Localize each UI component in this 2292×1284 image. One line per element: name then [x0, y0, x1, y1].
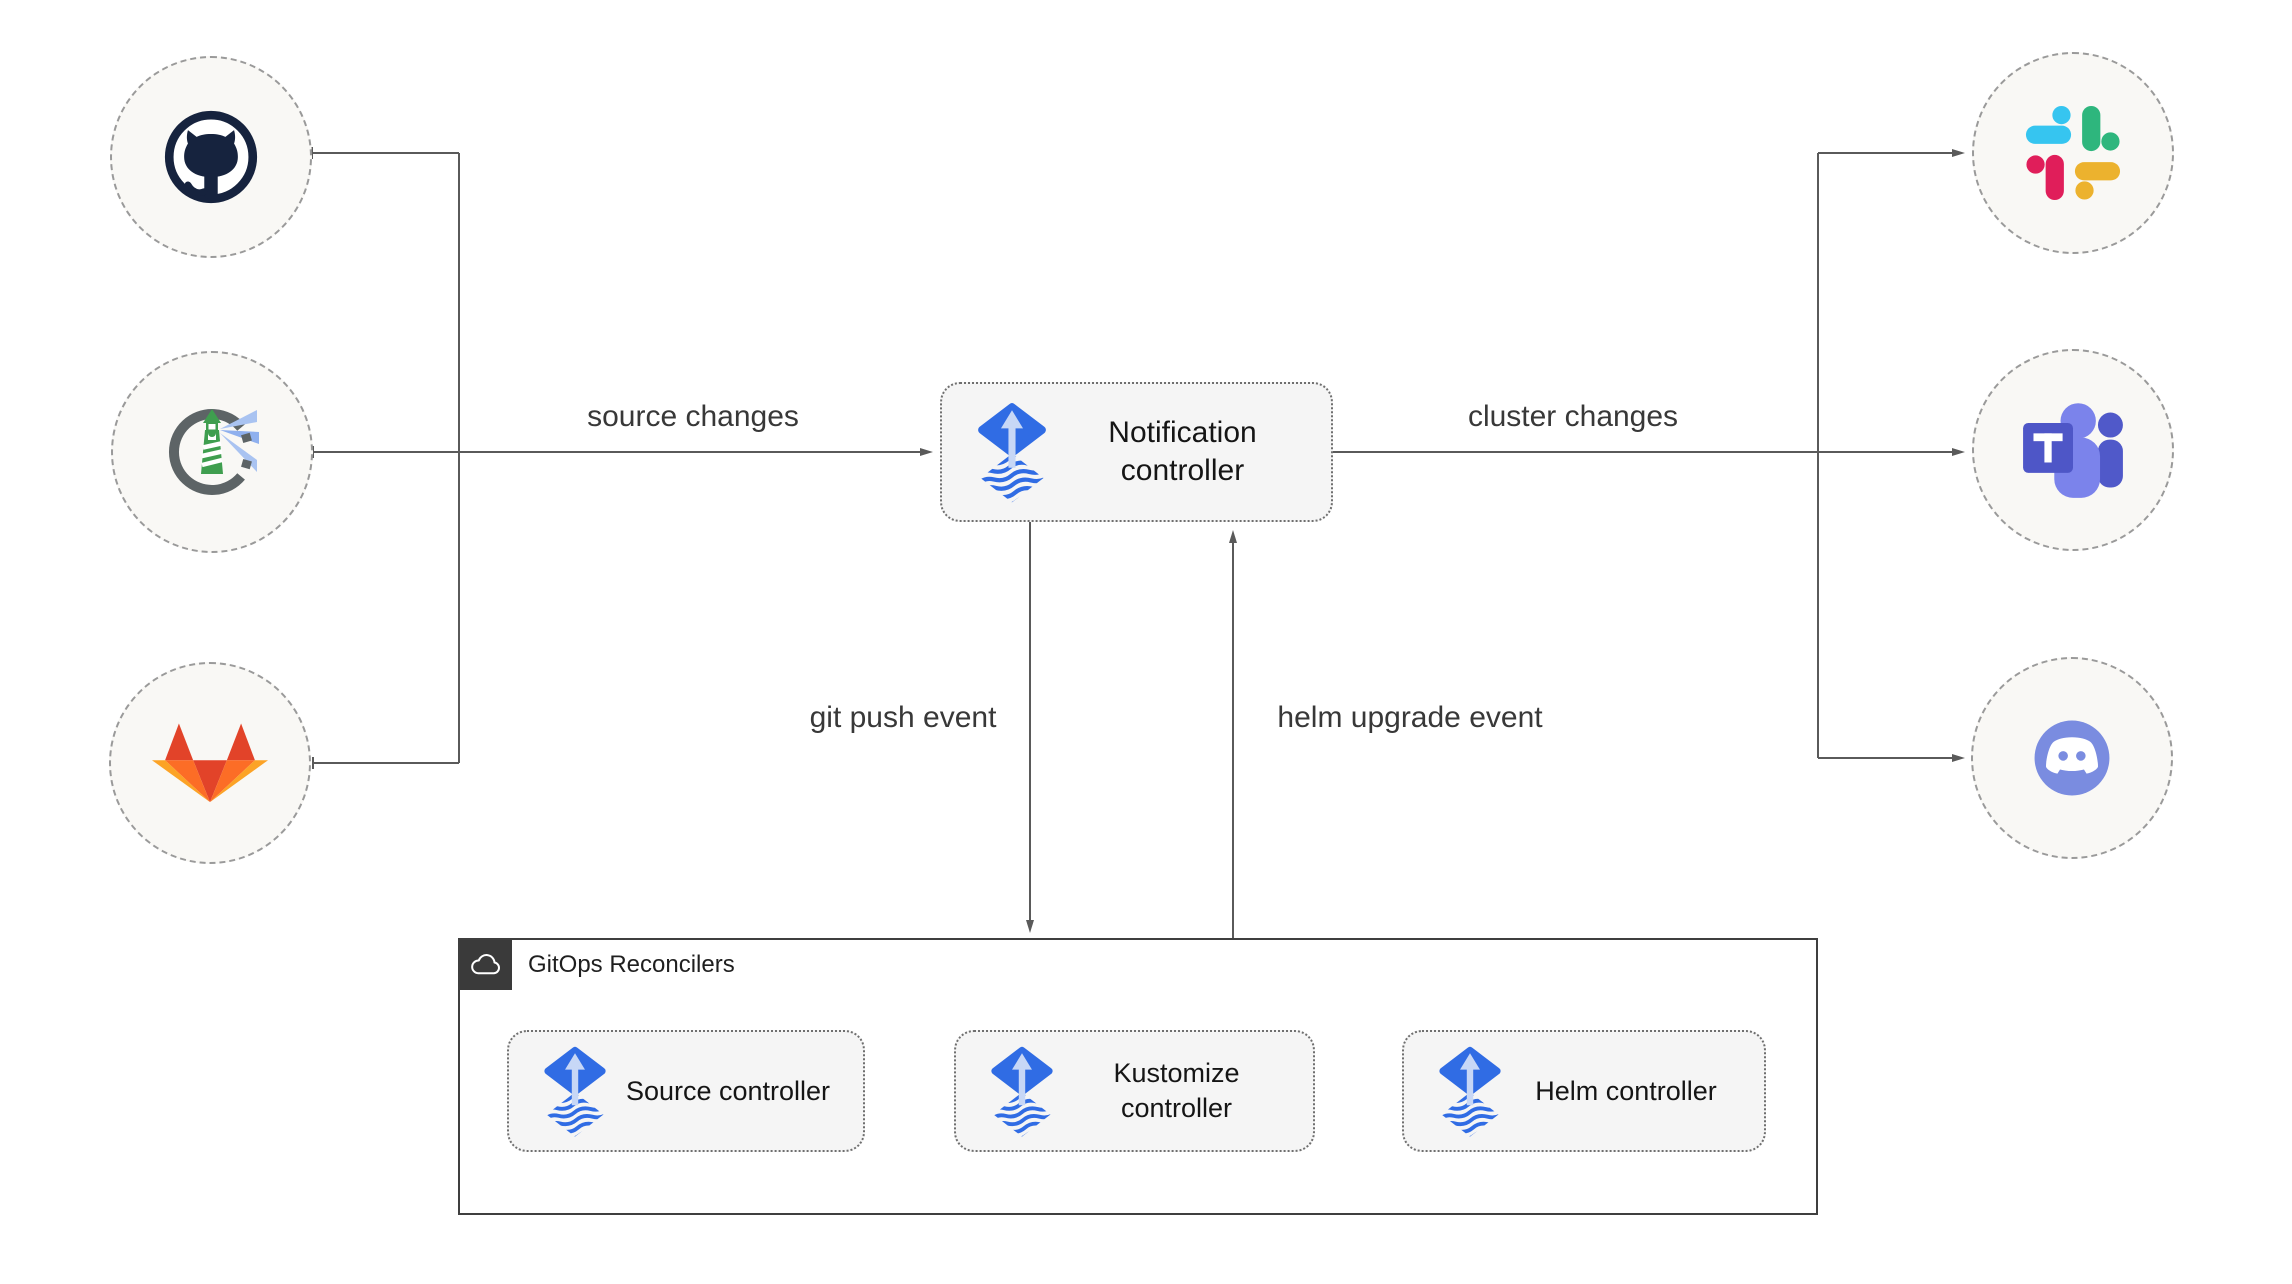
endpoint-github	[110, 56, 312, 258]
group-badge	[460, 940, 512, 990]
label-cluster-changes: cluster changes	[1467, 400, 1679, 433]
node-label: Helm controller	[1535, 1075, 1717, 1106]
group-title: GitOps Reconcilers	[528, 951, 735, 978]
endpoint-harbor	[111, 351, 313, 553]
label-helm-upgrade-event: helm upgrade event	[1277, 701, 1543, 734]
node-kustomize-controller: Kustomize controller	[954, 1030, 1315, 1152]
gitlab-icon	[148, 719, 272, 807]
endpoint-teams	[1972, 349, 2174, 551]
node-label: Source controller	[625, 1075, 831, 1106]
flux-icon	[972, 400, 1052, 504]
discord-icon	[2020, 706, 2124, 810]
node-label: Kustomize controller	[1113, 1058, 1240, 1123]
label-source-changes: source changes	[587, 400, 799, 433]
node-source-controller: Source controller	[507, 1030, 865, 1152]
node-label: Notification controller	[1108, 415, 1257, 487]
endpoint-gitlab	[109, 662, 311, 864]
node-notification-controller: Notification controller	[940, 382, 1333, 522]
endpoint-slack	[1972, 52, 2174, 254]
harbor-icon	[162, 402, 262, 502]
node-helm-controller: Helm controller	[1402, 1030, 1766, 1152]
github-icon	[163, 109, 259, 205]
cloud-icon	[469, 953, 503, 978]
label-git-push-event: git push event	[809, 701, 997, 734]
slack-icon	[2025, 105, 2121, 201]
flux-icon	[539, 1044, 611, 1138]
edge-gitlab-to-junction	[312, 757, 459, 769]
flux-icon	[986, 1044, 1058, 1138]
teams-icon	[2021, 398, 2125, 502]
flux-icon	[1434, 1044, 1506, 1138]
endpoint-discord	[1971, 657, 2173, 859]
